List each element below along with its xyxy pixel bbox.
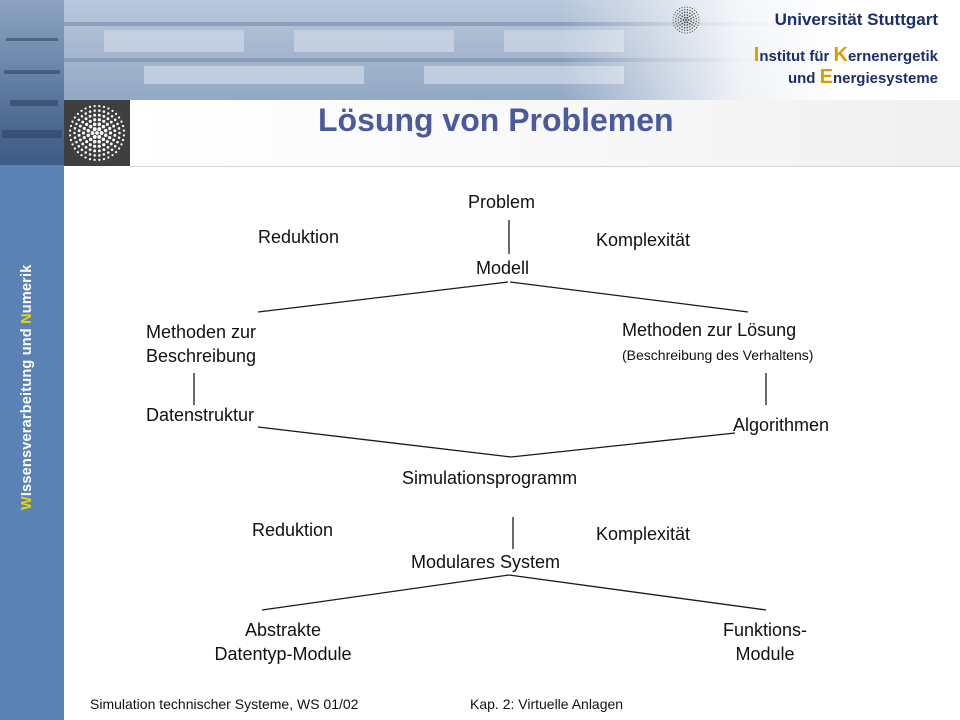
university-logo-icon bbox=[68, 104, 126, 162]
label-komplexitaet-top: Komplexität bbox=[596, 230, 691, 250]
node-simulationsprogramm: Simulationsprogramm bbox=[402, 468, 578, 488]
node-algorithmen: Algorithmen bbox=[733, 415, 830, 435]
left-photo bbox=[0, 0, 64, 165]
node-methoden-loesung: Methoden zur Lösung bbox=[622, 320, 797, 340]
node-modell: Modell bbox=[476, 258, 530, 278]
label-komplexitaet-bottom: Komplexität bbox=[596, 524, 691, 544]
institute-line-2: und Energiesysteme bbox=[787, 66, 938, 88]
slide-title: Lösung von Problemen bbox=[318, 102, 674, 138]
university-logo-box bbox=[64, 100, 130, 166]
footer-chapter: Kap. 2: Virtuelle Anlagen bbox=[470, 696, 624, 712]
connector-modular-funktions bbox=[508, 574, 767, 611]
header-fade bbox=[560, 0, 960, 100]
node-abstrakte-datentyp-module: Abstrakte Datentyp-Module bbox=[200, 618, 366, 666]
node-abstrakte-line2: Datentyp-Module bbox=[214, 644, 352, 664]
node-funktions-line2: Module bbox=[735, 644, 795, 664]
node-funktions-line1: Funktions- bbox=[722, 620, 808, 640]
node-methoden-beschreibung-line2: Beschreibung bbox=[145, 346, 257, 366]
footer-course: Simulation technischer Systeme, WS 01/02 bbox=[90, 696, 359, 712]
node-modulares-system: Modulares System bbox=[411, 552, 561, 572]
connector-datenstruktur-simulation bbox=[257, 426, 512, 458]
node-datenstruktur: Datenstruktur bbox=[146, 405, 255, 425]
institute-line-1: Institut für Kernenergetik bbox=[753, 44, 938, 66]
node-problem: Problem bbox=[468, 192, 536, 212]
title-strip bbox=[130, 100, 960, 167]
label-reduktion-top: Reduktion bbox=[258, 227, 340, 247]
connector-modell-beschreibung bbox=[257, 281, 509, 313]
university-name: Universität Stuttgart bbox=[774, 10, 938, 29]
connector-modell-loesung bbox=[509, 281, 749, 313]
node-methoden-beschreibung: Methoden zur Beschreibung bbox=[118, 320, 284, 368]
node-abstrakte-line1: Abstrakte bbox=[244, 620, 322, 640]
university-emblem-icon bbox=[672, 6, 700, 34]
node-methoden-beschreibung-line1: Methoden zur bbox=[145, 322, 257, 342]
label-reduktion-bottom: Reduktion bbox=[252, 520, 334, 540]
connector-modular-abstrakte bbox=[261, 574, 510, 611]
node-funktions-module: Funktions- Module bbox=[700, 618, 830, 666]
node-methoden-loesung-note: (Beschreibung des Verhaltens) bbox=[622, 347, 814, 363]
connector-algorithmen-simulation bbox=[510, 432, 736, 458]
